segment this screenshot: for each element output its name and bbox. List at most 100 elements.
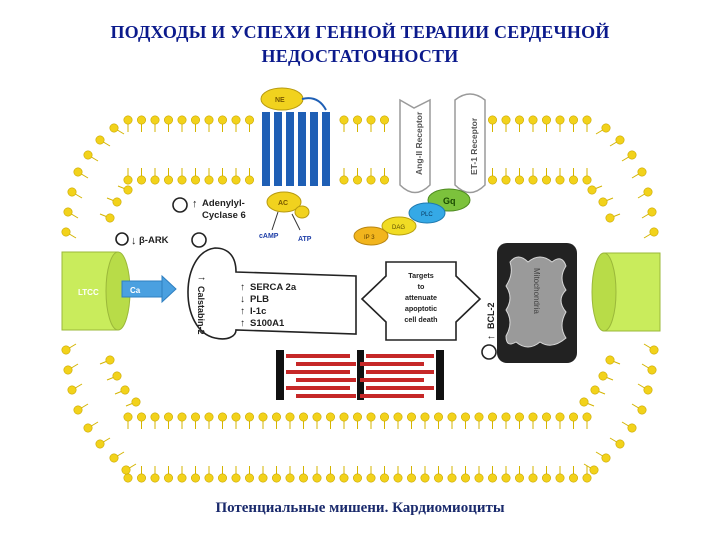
up-arrow-icon: ↑ — [196, 276, 207, 281]
sr-callout — [187, 247, 357, 340]
lipid-head — [647, 207, 657, 217]
title-line-1: ПОДХОДЫ И УСПЕХИ ГЕННОЙ ТЕРАПИИ СЕРДЕЧНО… — [110, 22, 610, 42]
myofilament — [360, 394, 424, 398]
lipid-head — [579, 397, 589, 407]
gq-label: Gq — [443, 196, 456, 206]
camp-arrow — [271, 211, 279, 231]
lipid-head — [83, 423, 93, 433]
lipid-head — [258, 473, 268, 483]
lipid-head — [191, 175, 201, 185]
mitochondria: Mitochondria ↑ BCL-2 — [481, 243, 577, 363]
title-line-2: НЕДОСТАТОЧНОСТИ — [261, 46, 459, 66]
lipid-head — [643, 187, 653, 197]
targets-line: to — [418, 282, 425, 291]
lipid-head — [649, 345, 659, 355]
sarcoplasmic-reticulum-targets: ↑ Calstabin-2 ↑ SERCA 2a ↓ PLB ↑ I-1c ↑ … — [187, 232, 357, 340]
lipid-head — [231, 473, 241, 483]
lipid-head — [487, 412, 497, 422]
lipid-head — [218, 473, 228, 483]
lipid-head — [339, 412, 349, 422]
cell-membrane — [61, 115, 659, 483]
ca-arrow-body — [121, 280, 163, 298]
lipid-head — [121, 465, 131, 475]
lipid-head — [137, 115, 147, 125]
ca-arrow-head — [161, 274, 177, 304]
up-arrow-icon: ↑ — [240, 318, 245, 329]
lipid-head — [339, 175, 349, 185]
lipid-head — [245, 115, 255, 125]
atp-arrow — [291, 213, 301, 231]
mitochondria-inner — [505, 256, 567, 348]
down-arrow-icon: ↓ — [240, 294, 245, 305]
lipid-head — [95, 439, 105, 449]
lipid-head — [218, 175, 228, 185]
lipid-head — [474, 473, 484, 483]
targets-line: Targets — [408, 271, 433, 280]
lipid-head — [164, 473, 174, 483]
lipid-head — [582, 115, 592, 125]
lipid-head — [67, 187, 77, 197]
lipid-head — [474, 412, 484, 422]
lipid-head — [339, 473, 349, 483]
lipid-head — [643, 385, 653, 395]
lipid-head — [487, 175, 497, 185]
lipid-head — [555, 175, 565, 185]
myofilament — [296, 394, 356, 398]
mitochondria-label: Mitochondria — [532, 268, 541, 314]
dag-molecule — [381, 216, 417, 236]
lipid-head — [177, 412, 187, 422]
lipid-head — [587, 185, 597, 195]
lipid-head — [393, 473, 403, 483]
lipid-head — [150, 412, 160, 422]
myofilament — [286, 370, 350, 374]
right-channel — [591, 252, 661, 332]
double-arrow-shape — [360, 261, 482, 341]
lipid-head — [204, 473, 214, 483]
ca-label: Ca — [130, 286, 141, 295]
lipid-head — [150, 115, 160, 125]
lipid-head — [218, 412, 228, 422]
myofilament — [360, 362, 424, 366]
bcl2-label: BCL-2 — [486, 303, 496, 330]
lipid-head — [601, 453, 611, 463]
lipid-head — [271, 473, 281, 483]
page-title: ПОДХОДЫ И УСПЕХИ ГЕННОЙ ТЕРАПИИ СЕРДЕЧНО… — [0, 20, 720, 68]
s100a1-label: S100A1 — [250, 318, 285, 329]
lipid-head — [568, 412, 578, 422]
lipid-head — [555, 115, 565, 125]
lipid-head — [112, 371, 122, 381]
lipid-head — [433, 473, 443, 483]
ac-enzyme — [266, 191, 302, 213]
lipid-head — [555, 473, 565, 483]
lipid-head — [177, 175, 187, 185]
up-arrow-icon: ↑ — [192, 198, 198, 210]
lipid-head — [61, 227, 71, 237]
gq-receptors: Ang-II Receptor ET-1 Receptor Gq PLC DAG… — [353, 93, 486, 246]
lipid-head — [137, 175, 147, 185]
ang-ii-receptor — [399, 98, 431, 194]
lipid-head — [245, 175, 255, 185]
targets-line: apoptotic — [405, 304, 437, 313]
lipid-head — [109, 123, 119, 133]
lipid-head — [379, 473, 389, 483]
lipid-head — [366, 175, 376, 185]
lipid-head — [312, 412, 322, 422]
lipid-head — [528, 473, 538, 483]
ip3-molecule — [353, 226, 389, 246]
lipid-head — [258, 412, 268, 422]
dag-label: DAG — [392, 225, 405, 231]
lipid-head — [131, 397, 141, 407]
lipid-head — [120, 385, 130, 395]
myofilament — [286, 386, 350, 390]
lipid-head — [582, 175, 592, 185]
plb-label: PLB — [250, 294, 269, 305]
lipid-head — [137, 473, 147, 483]
lipid-head — [325, 473, 335, 483]
lipid-head — [541, 115, 551, 125]
target-circle — [172, 197, 188, 213]
lipid-head — [204, 175, 214, 185]
adenylyl-label-1: Adenylyl- — [202, 198, 245, 209]
adenylyl-cyclase-target: ↑ Adenylyl- Cyclase 6 — [172, 197, 246, 221]
beta-adrenergic-receptor: NE AC cAMP ATP — [259, 87, 330, 243]
lipid-head — [555, 412, 565, 422]
